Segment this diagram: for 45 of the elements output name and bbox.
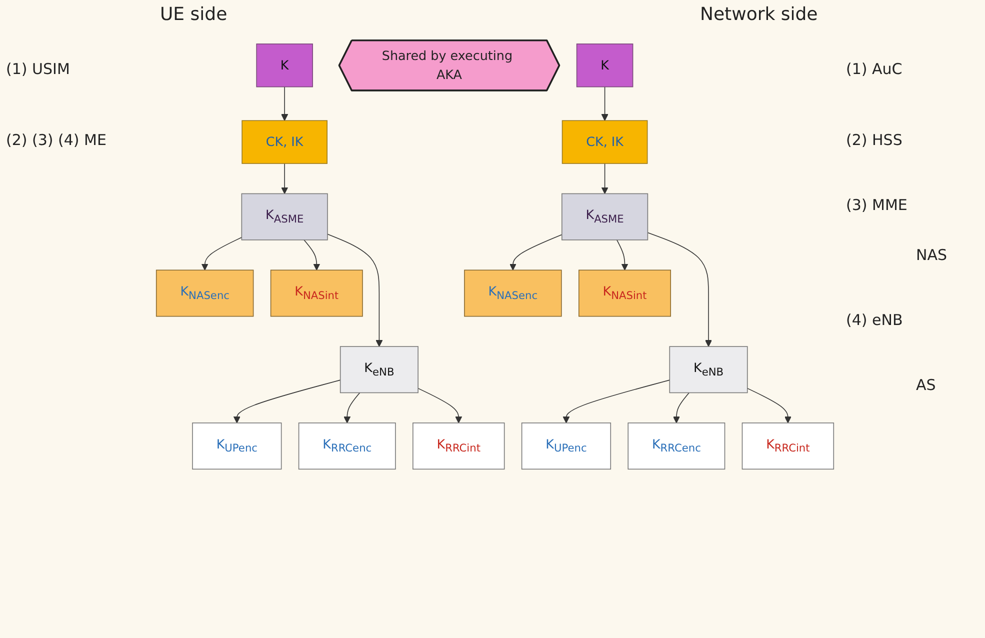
arrow [746, 388, 792, 424]
arrow [281, 163, 288, 194]
arrow [418, 388, 462, 424]
arrow [233, 380, 341, 424]
node-box [562, 193, 648, 240]
node-box [576, 44, 634, 88]
node-box [298, 422, 396, 470]
node-box [270, 270, 363, 317]
layer-label: NAS [916, 246, 948, 264]
node-box [412, 422, 505, 470]
node-box [242, 120, 328, 164]
column-heading: UE side [160, 4, 228, 25]
entity-label: (1) USIM [6, 60, 70, 78]
arrow [562, 380, 670, 424]
layer-label: AS [916, 376, 936, 394]
arrow [327, 234, 383, 347]
node-box [256, 44, 313, 88]
arrow [601, 86, 608, 121]
node-box [628, 422, 726, 470]
node-box [464, 270, 562, 317]
node-box [742, 422, 834, 470]
arrow [201, 236, 242, 270]
arrow [616, 240, 628, 270]
entity-label: (1) AuC [846, 60, 902, 78]
node-box [156, 270, 254, 317]
node-box [192, 422, 282, 470]
entity-label: (3) MME [846, 196, 908, 214]
arrow [304, 240, 320, 270]
column-heading: Network side [700, 4, 818, 25]
node-box [578, 270, 671, 317]
entity-label: (2) HSS [846, 131, 902, 149]
arrow [672, 392, 690, 424]
arrow [344, 392, 360, 424]
arrow [601, 163, 608, 194]
entity-label: (4) eNB [846, 311, 903, 329]
arrow [281, 86, 288, 121]
node-box [669, 346, 748, 394]
entity-label: (2) (3) (4) ME [6, 131, 106, 149]
node-box [521, 422, 612, 470]
arrow [509, 234, 562, 270]
node-box [340, 346, 418, 394]
key-hierarchy-diagram: K Shared by executing AKA K CK, IK CK, IK K$_{ASME}$ K$_{ASME}$ K$_{NASenc}$ K$_{NASint}$ K$_{NASenc}$ K$_{NASint}$ K$_{eNB}$ K$_{eNB}$ K$_{UPenc}$ K$_{RRCenc}$ K$_{RRCint}$ K$_{UPenc}$ K$_{RRCenc}$ K$_{RRCint}$ [150, 34, 840, 476]
node-box [562, 120, 648, 164]
arrow [647, 232, 712, 347]
node-box [241, 193, 328, 240]
